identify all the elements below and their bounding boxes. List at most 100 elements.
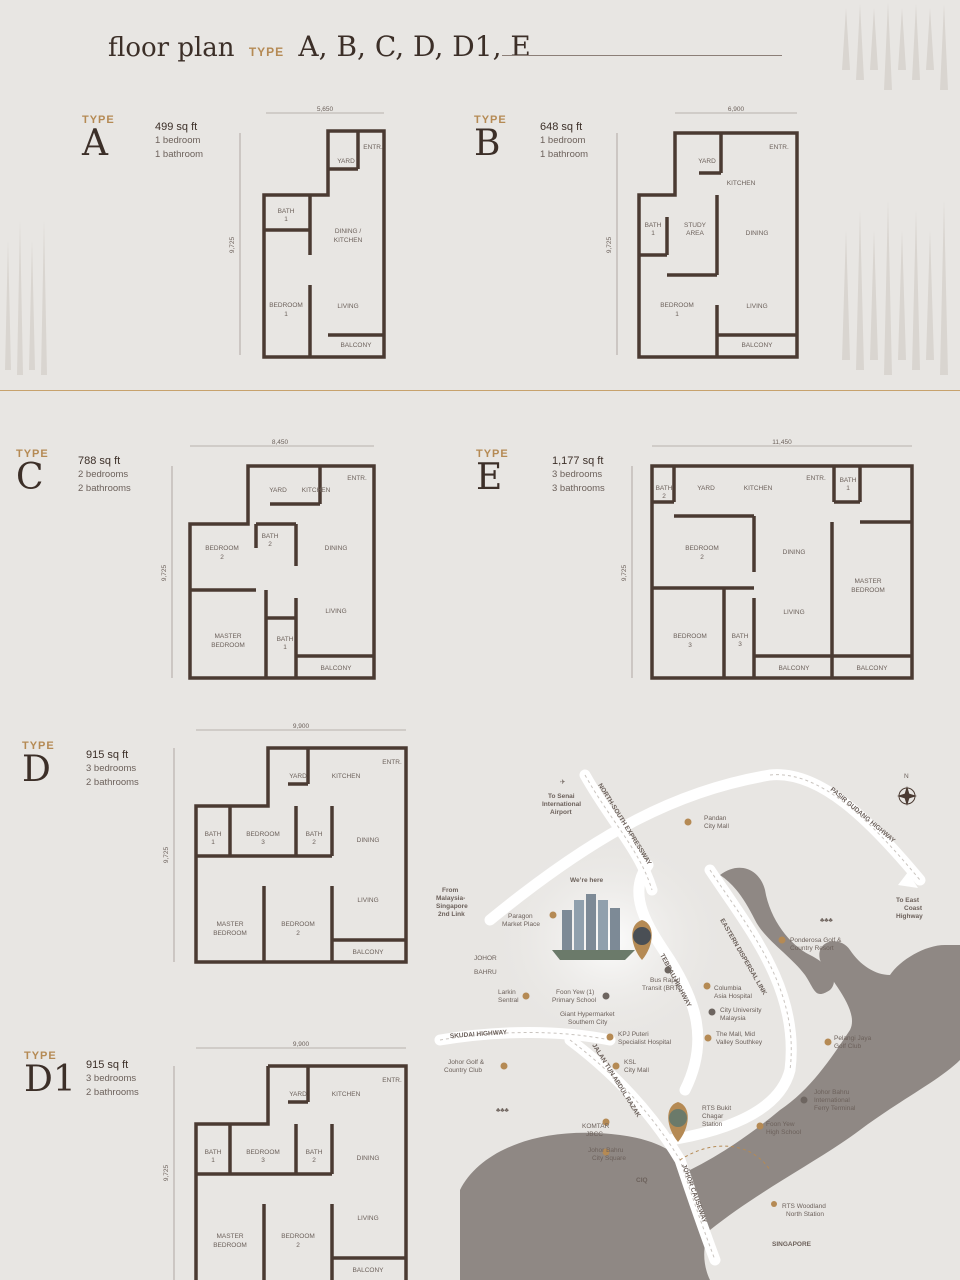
label-columbia-1: Columbia: [714, 985, 742, 992]
room-dining: DINING: [357, 1155, 380, 1162]
label-east-2: Coast: [904, 905, 923, 912]
plan-depth-dim: 9,725: [621, 564, 628, 581]
room-bath: BATH: [278, 208, 295, 215]
room-bath2: BATH: [262, 533, 279, 540]
plan-e-meta: 1,177 sq ft 3 bedrooms 3 bathrooms: [552, 454, 605, 496]
label-rts-1: RTS Bukit: [702, 1105, 731, 1112]
plan-d1-info: TYPE D1: [24, 1050, 76, 1098]
room-entr: ENTR.: [806, 475, 826, 482]
label-jgolf-2: Country Club: [444, 1067, 482, 1074]
room-yard: YARD: [289, 773, 307, 780]
type-label: TYPE: [16, 448, 49, 460]
label-ciq: CIQ: [636, 1177, 648, 1184]
room-bath2-no: 2: [268, 541, 272, 548]
label-pasir: PASIR GUDANG HIGHWAY: [829, 786, 897, 845]
type-letter: D: [22, 749, 51, 790]
room-kitchen: KITCHEN: [727, 180, 756, 187]
label-bahru: BAHRU: [474, 969, 497, 976]
room-balcony-2: BALCONY: [856, 665, 888, 672]
plan-a-meta: 499 sq ft 1 bedroom 1 bathroom: [155, 120, 203, 162]
label-kpj-2: Specialist Hospital: [618, 1039, 672, 1046]
type-label: TYPE: [22, 740, 55, 752]
room-bedroom: BEDROOM: [269, 302, 303, 309]
poi-icon-cityu: [708, 1008, 716, 1016]
label-link-4: 2nd Link: [438, 911, 465, 918]
poi-icon-pandan: [684, 818, 692, 826]
poi-icon-pelangi: [824, 1038, 832, 1046]
plan-bedrooms: 1 bedroom: [540, 135, 586, 146]
plan-bedrooms: 3 bedrooms: [552, 469, 603, 480]
room-balcony: BALCONY: [352, 949, 384, 956]
room-bedroom-no: 1: [284, 311, 288, 318]
room-yard: YARD: [289, 1091, 307, 1098]
room-bedroom2-no: 2: [296, 1242, 300, 1249]
poi-icon-mall: [704, 1034, 712, 1042]
header-types: A, B, C, D, D1, E: [298, 30, 531, 63]
plan-depth-dim: 9,725: [606, 236, 613, 253]
floorplan-c: 8,450 9,725 YARD KITCHEN ENTR. BEDROOM 2…: [161, 439, 376, 680]
label-pelangi-2: Golf Club: [834, 1043, 861, 1050]
plan-bathrooms: 3 bathrooms: [552, 483, 605, 494]
label-columbia-2: Asia Hospital: [714, 993, 752, 1000]
plan-a-info: TYPE A: [82, 114, 115, 162]
decor-pattern-right: [842, 2, 948, 375]
road-north-south: [579, 769, 658, 896]
room-bath2-no: 2: [312, 1157, 316, 1164]
label-cityu-2: Malaysia: [720, 1015, 746, 1022]
trees-icon: ♣♣♣: [820, 917, 834, 924]
plan-bathrooms: 2 bathrooms: [78, 483, 131, 494]
label-cityu-1: City University: [720, 1007, 762, 1014]
plan-size: 915 sq ft: [86, 1059, 129, 1071]
label-link-1: From: [442, 887, 458, 894]
poi-icon-larkin: [522, 992, 530, 1000]
room-bath3: BATH: [732, 633, 749, 640]
poi-icon-komtar: [602, 1118, 610, 1126]
label-ksl-1: KSL: [624, 1059, 637, 1066]
room-kitchen: KITCHEN: [334, 237, 363, 244]
room-master: MASTER: [854, 578, 881, 585]
plan-d1-meta: 915 sq ft 3 bedrooms 2 bathrooms: [86, 1058, 139, 1100]
label-jbcity-2: City Square: [592, 1155, 626, 1162]
label-brt-1: Bus Rapid: [650, 977, 680, 984]
room-bedroom2: BEDROOM: [281, 1233, 315, 1240]
type-letter: E: [476, 457, 503, 498]
room-dining: DINING /: [335, 228, 362, 235]
plan-depth-dim: 9,725: [229, 236, 236, 253]
label-airport-2: International: [542, 801, 581, 808]
room-bath2: BATH: [656, 485, 673, 492]
label-foonhs-1: Foon Yew: [766, 1121, 795, 1128]
room-living: LIVING: [337, 303, 358, 310]
room-entr: ENTR.: [382, 1077, 402, 1084]
label-tun: JALAN TUN ABDUL RAZAK: [590, 1042, 641, 1119]
plan-bedrooms: 3 bedrooms: [86, 763, 137, 774]
type-letter: D1: [24, 1059, 76, 1100]
label-pelangi-1: Pelangi Jaya: [834, 1035, 872, 1042]
road-tebrau: [633, 859, 704, 1096]
room-master-bedroom: BEDROOM: [213, 930, 247, 937]
label-ponderosa-2: Country Resort: [790, 945, 834, 952]
room-dining: DINING: [783, 549, 806, 556]
label-airport-1: To Senai: [548, 793, 575, 800]
room-entr: ENTR.: [347, 475, 367, 482]
room-master-bedroom: BEDROOM: [211, 642, 245, 649]
room-bath3-no: 3: [738, 641, 742, 648]
room-bedroom3-no: 3: [688, 642, 692, 649]
label-kpj-1: KPJ Puteri: [618, 1031, 649, 1038]
label-skudai: SKUDAI HIGHWAY: [450, 1029, 508, 1040]
room-bath2-no: 2: [662, 493, 666, 500]
label-paragon-1: Paragon: [508, 913, 533, 920]
plan-size: 1,177 sq ft: [552, 455, 604, 467]
room-bedroom2-no: 2: [220, 554, 224, 561]
room-bedroom2: BEDROOM: [281, 921, 315, 928]
room-bedroom3: BEDROOM: [673, 633, 707, 640]
label-east-1: To East: [896, 897, 920, 904]
room-entr: ENTR.: [363, 144, 383, 151]
poi-icon-kpj: [606, 1033, 614, 1041]
room-master: MASTER: [214, 633, 241, 640]
plan-size: 648 sq ft: [540, 121, 583, 133]
label-brt-2: Transit (BRT): [642, 985, 681, 992]
plan-bedrooms: 1 bedroom: [155, 135, 201, 146]
plan-b-info: TYPE B: [474, 114, 507, 162]
poi-icon-columbia: [703, 982, 711, 990]
floorplan-d: 9,900 9,725 YARD KITCHEN ENTR. BATH 1 BE…: [163, 723, 408, 964]
